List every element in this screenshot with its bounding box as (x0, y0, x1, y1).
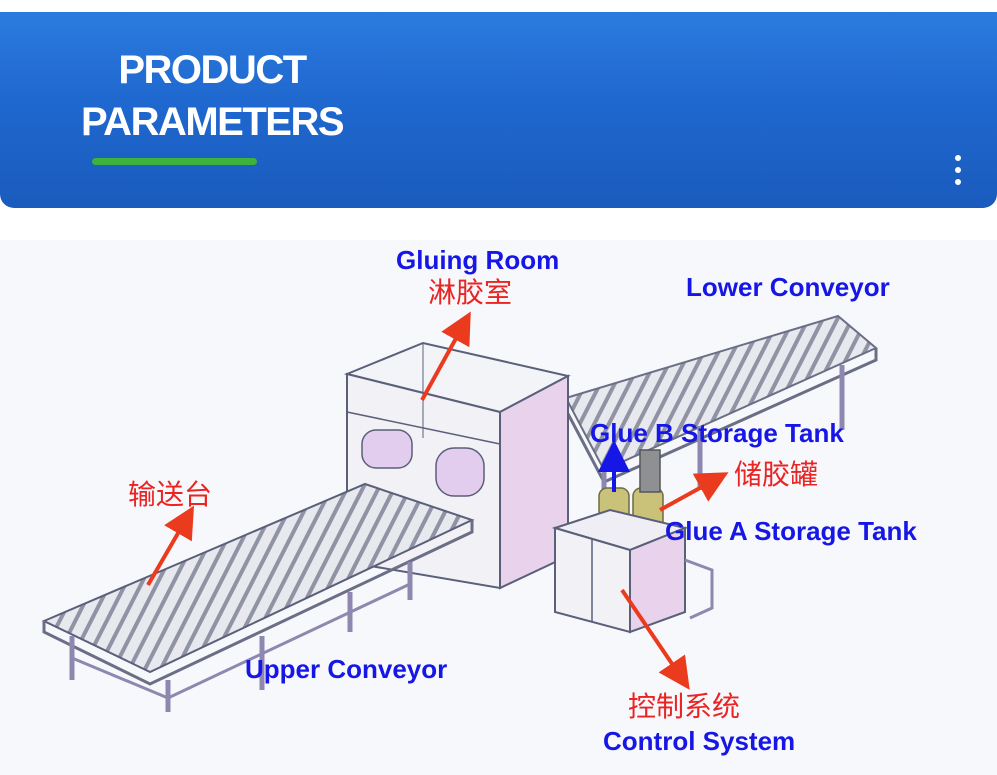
label-control-system: Control System (603, 726, 796, 756)
label-glue-b: Glue B Storage Tank (590, 418, 844, 448)
control-system-cabinet (551, 508, 714, 634)
title-line-2: PARAMETERS (80, 100, 345, 144)
label-gluing-room-cn: 淋胶室 (428, 276, 513, 309)
label-glue-a: Glue A Storage Tank (665, 516, 917, 546)
label-control-cn: 控制系统 (628, 690, 741, 723)
arrow-glue-tank (659, 472, 729, 512)
header-banner: PRODUCT PARAMETERS (0, 12, 997, 208)
arrow-control-system (620, 588, 690, 690)
label-lower-conveyor: Lower Conveyor (686, 272, 890, 302)
arrow-gluing-room (420, 311, 471, 401)
title-underline (92, 158, 257, 165)
label-gluing-room-en: Gluing Room (396, 245, 560, 275)
title-line-1: PRODUCT (118, 48, 307, 92)
label-upper-conveyor: Upper Conveyor (245, 654, 448, 684)
machine-illustration (41, 311, 878, 712)
label-glue-a-cn: 储胶罐 (734, 458, 819, 491)
label-conveyor-cn: 输送台 (128, 478, 213, 511)
arrow-conveyor (146, 505, 195, 587)
page-title: PRODUCT PARAMETERS (62, 44, 362, 148)
machine-diagram: Gluing Room 淋胶室 Lower Conveyor Glue B St… (0, 240, 997, 775)
upper-conveyor (41, 482, 475, 712)
more-vertical-icon[interactable] (948, 150, 968, 190)
